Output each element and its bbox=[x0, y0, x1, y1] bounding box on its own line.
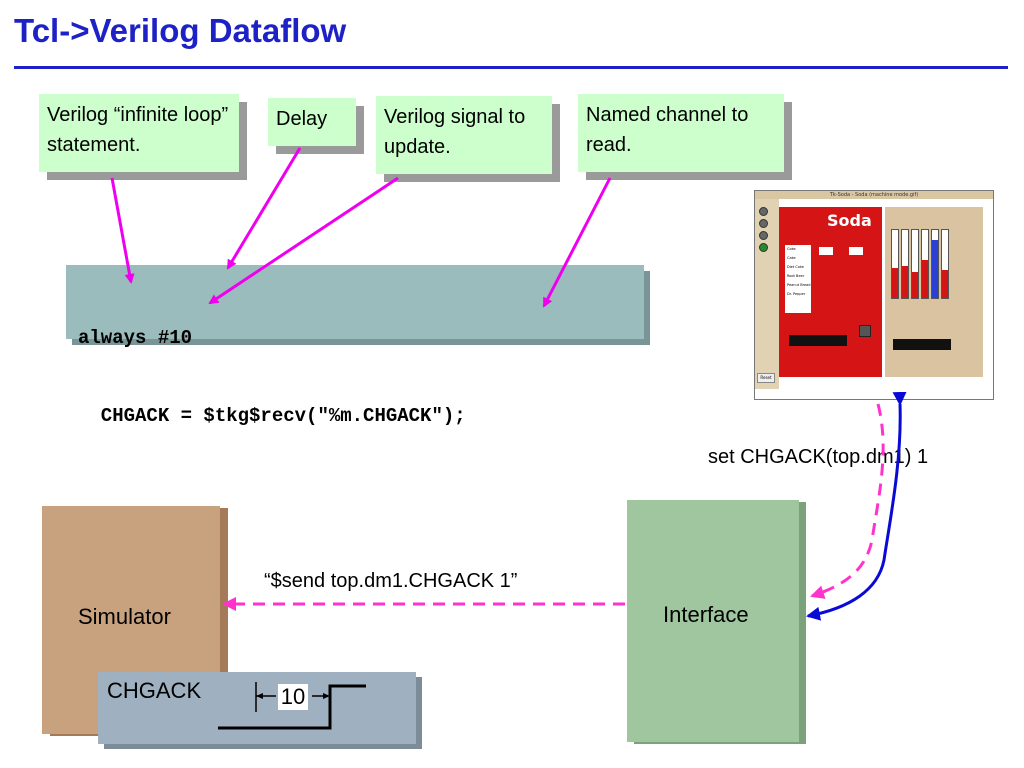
chgack-label: CHGACK bbox=[107, 678, 202, 703]
vm-dispense-slot bbox=[789, 335, 847, 346]
code-line-1: always #10 bbox=[78, 327, 193, 349]
vm-menu-item: Peanut Bread bbox=[787, 283, 811, 287]
code-line-2: CHGACK = $tkg$recv("%m.CHGACK"); bbox=[78, 405, 466, 427]
title-rule bbox=[14, 66, 1008, 69]
vm-tube bbox=[891, 229, 899, 299]
vm-tube bbox=[921, 229, 929, 299]
vm-window-title: Tk-Soda - Soda (machine mode.gif) bbox=[755, 191, 993, 199]
vm-brand: Soda bbox=[827, 211, 872, 230]
interface-label: Interface bbox=[663, 602, 749, 627]
vm-tube bbox=[941, 229, 949, 299]
delay-value: 10 bbox=[278, 684, 308, 710]
vm-menu-item: Cake bbox=[787, 256, 796, 260]
arrow-set-solid bbox=[806, 391, 907, 621]
vm-tube bbox=[901, 229, 909, 299]
vm-menu-item: Dr. Pepper bbox=[787, 292, 806, 296]
vm-coin-tubes-panel bbox=[885, 207, 983, 377]
vending-machine-screenshot: Tk-Soda - Soda (machine mode.gif) Reset … bbox=[754, 190, 994, 400]
arrow-delay bbox=[226, 147, 302, 270]
send-message-label: “$send top.dm1.CHGACK 1” bbox=[264, 570, 518, 592]
callout-delay: Delay bbox=[268, 98, 356, 146]
arrow-set-dashed bbox=[810, 403, 885, 599]
coin-icon bbox=[759, 219, 768, 228]
simulator-label: Simulator bbox=[78, 604, 171, 629]
callout-signal: Verilog signal to update. bbox=[376, 96, 552, 174]
callout-infinite-loop: Verilog “infinite loop” statement. bbox=[39, 94, 239, 172]
vm-button bbox=[859, 325, 871, 337]
vm-coin-panel: Reset bbox=[755, 199, 779, 389]
vm-readout bbox=[849, 247, 863, 255]
arrow-channel bbox=[542, 177, 612, 308]
vm-menu-item: Diet Coke bbox=[787, 265, 804, 269]
chgack-waveform bbox=[218, 682, 366, 730]
vm-readout bbox=[819, 247, 833, 255]
vm-menu: Coke Cake Diet Coke Root Beer Peanut Bre… bbox=[785, 245, 811, 313]
arrow-infinite-loop bbox=[110, 177, 135, 284]
page-title: Tcl->Verilog Dataflow bbox=[14, 12, 347, 49]
vm-reset-button: Reset bbox=[757, 373, 775, 383]
coin-icon bbox=[759, 231, 768, 240]
interface-block: Interface bbox=[627, 500, 799, 742]
vm-tube bbox=[911, 229, 919, 299]
vm-dispense-slot bbox=[893, 339, 951, 350]
vm-menu-item: Coke bbox=[787, 247, 796, 251]
arrow-signal bbox=[208, 176, 399, 305]
callout-channel: Named channel to read. bbox=[578, 94, 784, 172]
coin-icon bbox=[759, 243, 768, 252]
vm-tube bbox=[931, 229, 939, 299]
vm-menu-item: Root Beer bbox=[787, 274, 805, 278]
chgack-waveform-box: CHGACK 10 bbox=[98, 672, 416, 744]
coin-icon bbox=[759, 207, 768, 216]
vm-soda-panel: Soda Coke Cake Diet Coke Root Beer Peanu… bbox=[779, 207, 882, 377]
